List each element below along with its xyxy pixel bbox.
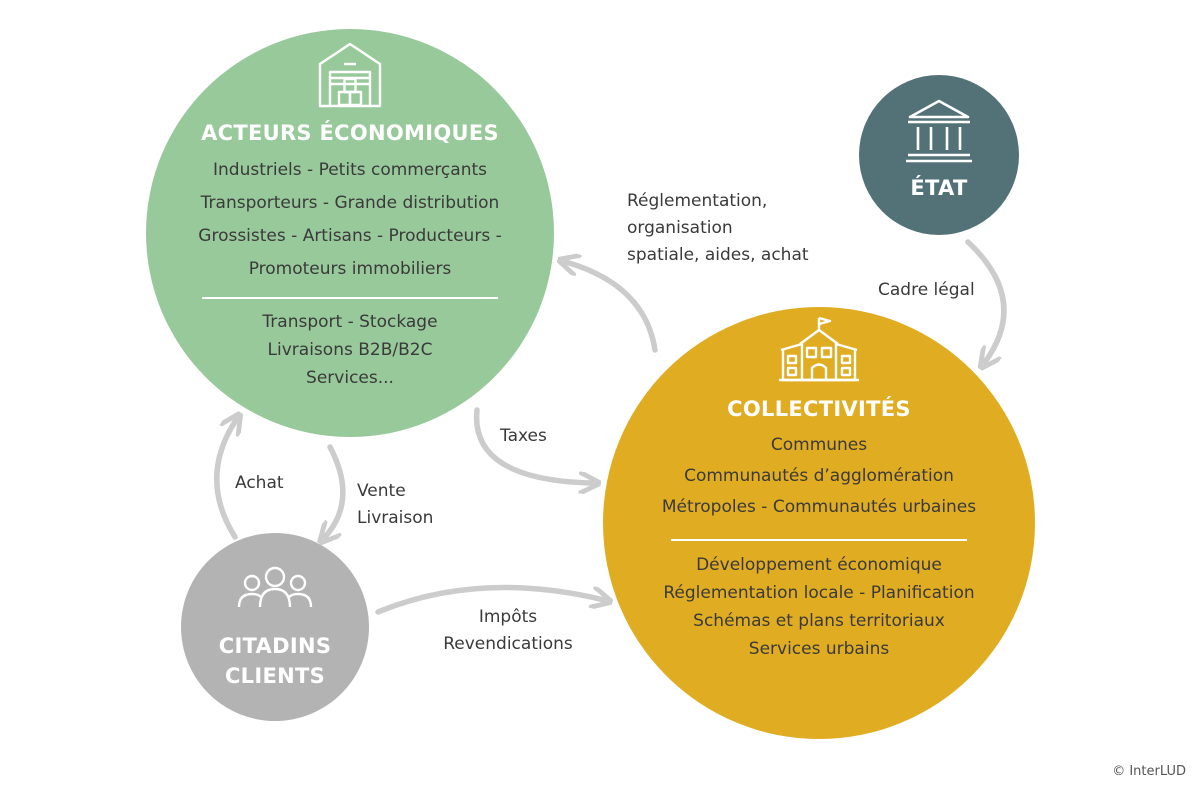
- acteurs-divider: [202, 297, 498, 299]
- acteurs-activity: Transport - Stockage: [262, 312, 438, 332]
- collectivites-line: Métropoles - Communautés urbaines: [661, 497, 977, 517]
- label-taxes: Taxes: [500, 426, 547, 446]
- collectivites-mission: Développement économique: [696, 555, 942, 575]
- label-achat: Achat: [235, 473, 284, 493]
- arrow-impots: [375, 584, 604, 615]
- acteurs-line: Transporteurs - Grande distribution: [200, 193, 500, 213]
- collectivites-line: Communautés d’agglomération: [684, 466, 954, 486]
- etat-title: ÉTAT: [910, 176, 968, 200]
- arrow-achat: [214, 420, 236, 540]
- collectivites-mission: Services urbains: [748, 639, 890, 659]
- government-building-icon: [906, 99, 972, 163]
- label-cadre-legal: Cadre légal: [878, 280, 975, 300]
- acteurs-activity: Livraisons B2B/B2C: [267, 340, 433, 360]
- acteurs-activity: Services...: [306, 368, 394, 388]
- label-impots-line: Revendications: [443, 634, 573, 654]
- circle-acteurs: [146, 29, 554, 437]
- label-reglementation-line: Réglementation,: [627, 191, 768, 211]
- circle-citadins: [181, 533, 369, 721]
- acteurs-content: ACTEURS ÉCONOMIQUES Industriels - Petits…: [146, 40, 554, 392]
- collectivites-title: COLLECTIVITÉS: [727, 397, 911, 421]
- arrow-vente: [325, 444, 346, 537]
- acteurs-line: Industriels - Petits commerçants: [213, 160, 487, 180]
- copyright-notice: © InterLUD: [1112, 764, 1186, 779]
- acteurs-line: Promoteurs immobiliers: [248, 259, 452, 279]
- arrow-reglementation: [566, 262, 658, 353]
- citadins-content: CITADINS CLIENTS: [195, 565, 355, 691]
- label-reglementation-line: spatiale, aides, achat: [627, 245, 809, 265]
- arrow-taxes: [473, 407, 592, 483]
- label-vente-line: Livraison: [357, 508, 434, 528]
- label-reglementation: Réglementation, organisation spatiale, a…: [627, 188, 809, 269]
- collectivites-divider: [671, 539, 967, 541]
- acteurs-line: Grossistes - Artisans - Producteurs -: [198, 226, 502, 246]
- people-group-icon: [237, 566, 313, 608]
- citadins-title-line: CLIENTS: [224, 664, 326, 688]
- etat-content: ÉTAT: [879, 97, 999, 200]
- collectivites-line: Communes: [770, 435, 868, 455]
- arrow-cadre-legal: [965, 239, 1007, 362]
- label-vente-livraison: Vente Livraison: [357, 478, 433, 532]
- collectivites-content: COLLECTIVITÉS Communes Communautés d’agg…: [609, 316, 1029, 663]
- town-hall-icon: [779, 316, 859, 382]
- citadins-title-line: CITADINS: [218, 634, 332, 658]
- collectivites-mission: Réglementation locale - Planification: [663, 583, 975, 603]
- circle-collectivites: [603, 307, 1035, 739]
- acteurs-title: ACTEURS ÉCONOMIQUES: [201, 121, 499, 145]
- label-reglementation-line: organisation: [627, 218, 733, 238]
- label-impots: Impôts Revendications: [433, 604, 583, 658]
- label-impots-line: Impôts: [478, 607, 538, 627]
- warehouse-icon: [318, 42, 382, 108]
- label-vente-line: Vente: [357, 481, 406, 501]
- collectivites-mission: Schémas et plans territoriaux: [693, 611, 945, 631]
